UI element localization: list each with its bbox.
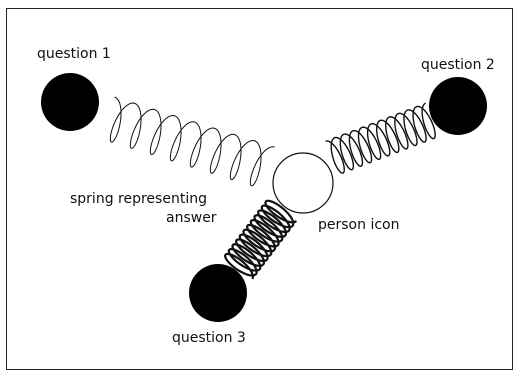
person-icon-label: person icon (318, 217, 399, 233)
spring-question-2 (325, 102, 436, 174)
question-3-node (189, 264, 247, 322)
spring2-coil (325, 102, 436, 174)
question-1-label: question 1 (37, 46, 111, 62)
question-2-node (429, 77, 487, 135)
question-3-label: question 3 (172, 330, 246, 346)
person-icon (272, 152, 334, 214)
diagram-frame (6, 8, 513, 370)
spring-question-1 (109, 96, 275, 187)
spring3-coil (224, 199, 298, 280)
spring-question-3 (224, 199, 298, 280)
question-1-node (41, 73, 99, 131)
spring-label-line-1: spring representing (70, 191, 207, 207)
question-2-label: question 2 (421, 57, 495, 73)
spring1-coil (109, 96, 275, 187)
spring-label-line-2: answer (166, 210, 217, 226)
